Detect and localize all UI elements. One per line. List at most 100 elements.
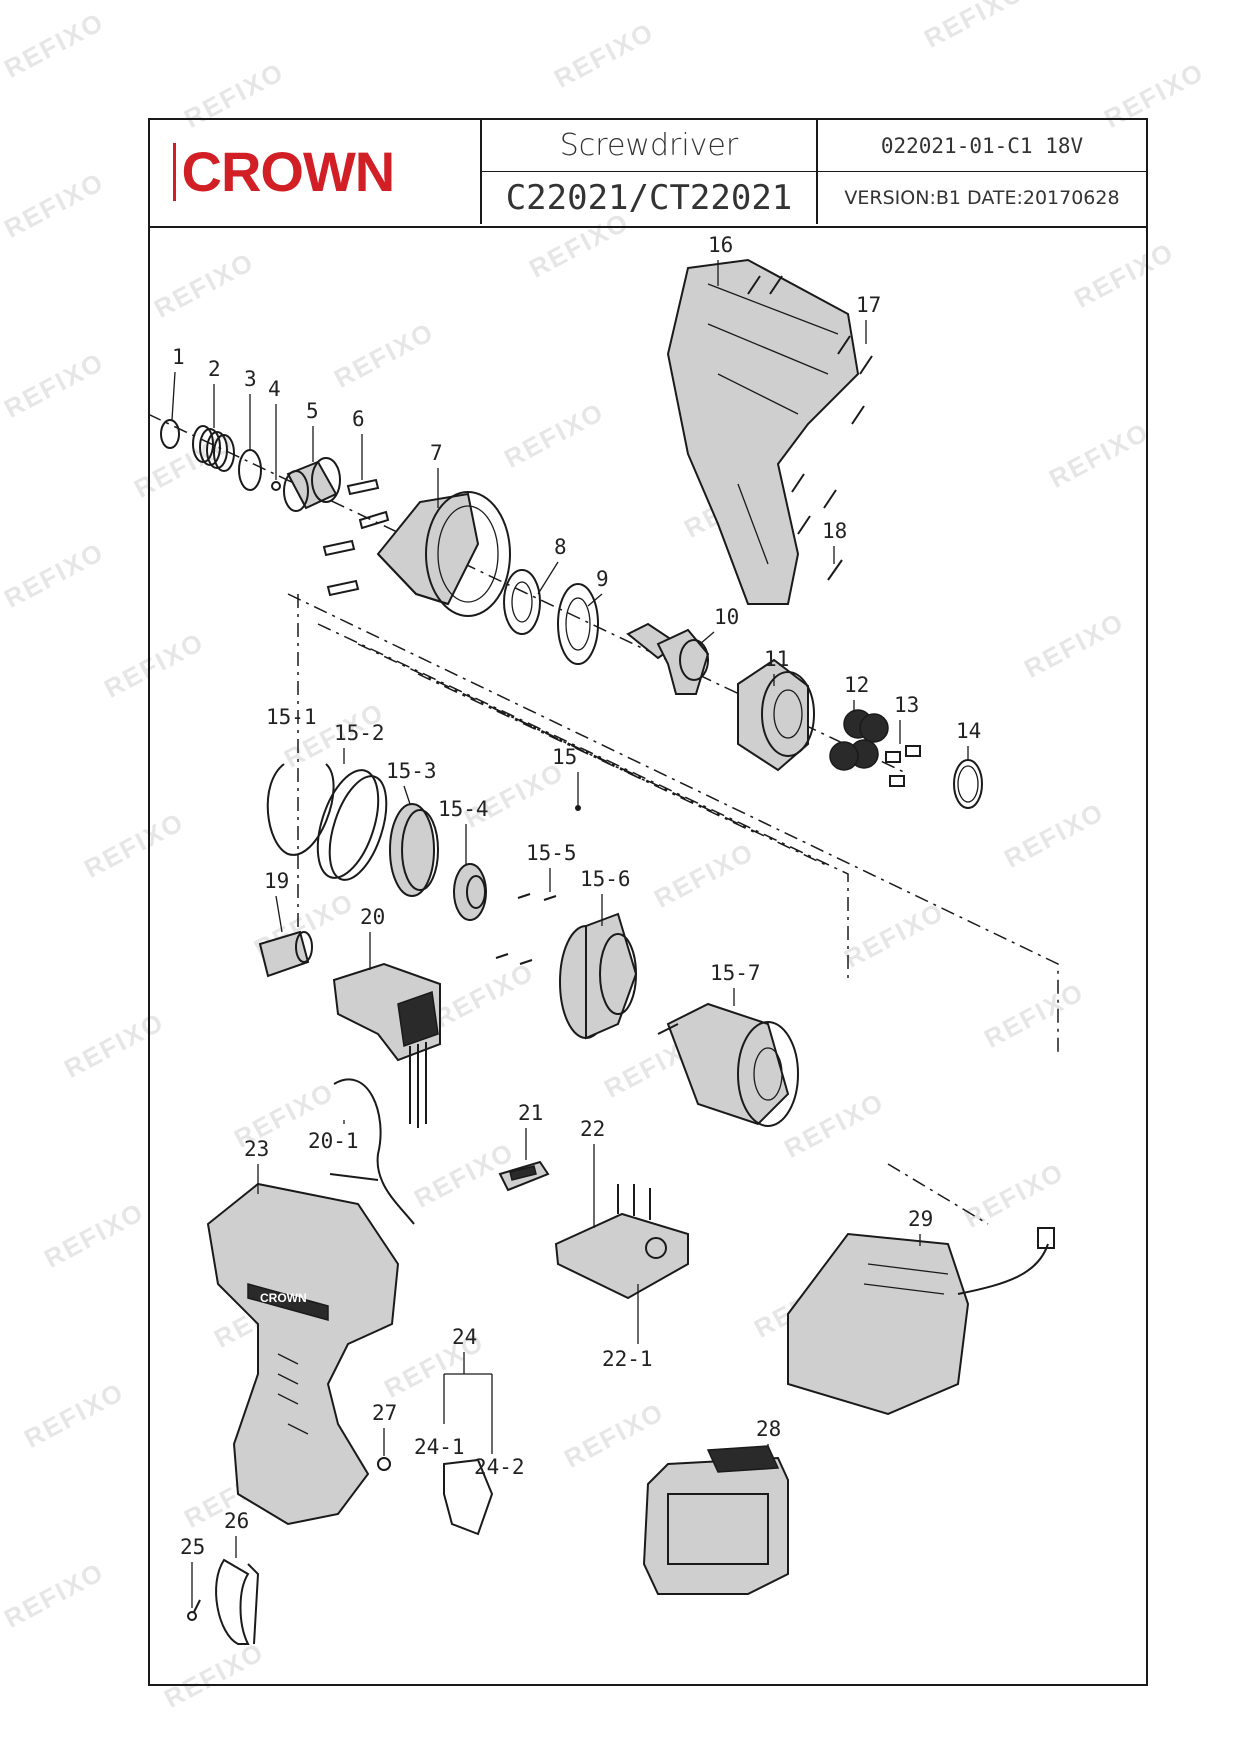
callout-15-6: 15-6	[580, 867, 631, 891]
logo-text: CROWN	[181, 140, 396, 203]
callout-20-1: 20-1	[308, 1129, 359, 1153]
part-15-1-ring-clip: 15-1	[266, 705, 335, 856]
callout-9: 9	[596, 567, 609, 591]
callout-10: 10	[714, 605, 739, 629]
group-bracket	[887, 1163, 989, 1225]
callout-6: 6	[352, 407, 365, 431]
part-14-ring: 14	[953, 719, 983, 809]
callout-20: 20	[360, 905, 385, 929]
housing-logo: CROWN	[260, 1291, 307, 1305]
watermark: REFIXO	[549, 16, 660, 94]
watermark: REFIXO	[0, 1556, 110, 1634]
callout-13: 13	[894, 693, 919, 717]
part-1-retaining-ring: 1	[160, 345, 185, 449]
watermark: REFIXO	[0, 166, 110, 244]
part-5-sleeve: 5	[283, 399, 341, 512]
part-2-spring: 2	[192, 357, 235, 472]
part-26-hook: 26	[215, 1509, 260, 1645]
watermark: REFIXO	[919, 0, 1030, 54]
part-8-washer: 8	[503, 535, 567, 635]
part-28-battery-pack: 28	[642, 1417, 789, 1595]
callout-26: 26	[224, 1509, 249, 1533]
callout-3: 3	[244, 367, 257, 391]
callout-7: 7	[430, 441, 443, 465]
watermark: REFIXO	[39, 1196, 150, 1274]
callout-15-5: 15-5	[526, 841, 577, 865]
part-15-3-ring-gear: 15-3	[386, 759, 439, 897]
part-24-1-clip: 24-1	[414, 1435, 494, 1536]
part-15-gear-assembly-group: 15	[552, 745, 581, 811]
part-4-steel-ball: 4	[268, 377, 281, 491]
part-22-1-wire: 22-1	[602, 1284, 653, 1371]
callout-21: 21	[518, 1101, 543, 1125]
callout-24-1: 24-1	[414, 1435, 465, 1459]
callout-29: 29	[908, 1207, 933, 1231]
part-15-5-screws: 15-5	[495, 841, 577, 965]
group-bracket	[317, 623, 849, 984]
callout-11: 11	[764, 647, 789, 671]
title-block: CROWN Screwdriver C22021/CT22021 022021-…	[150, 120, 1146, 228]
callout-4: 4	[268, 377, 281, 401]
callout-14: 14	[956, 719, 981, 743]
part-15-7-motor: 15-7	[657, 961, 799, 1127]
callout-15: 15	[552, 745, 577, 769]
exploded-parts-diagram: 1 2 3 4 5 6	[148, 233, 1059, 1645]
callout-19: 19	[264, 869, 289, 893]
watermark: REFIXO	[0, 346, 110, 424]
part-10-spindle: 10	[626, 605, 739, 695]
part-27-nut: 27	[372, 1401, 397, 1471]
part-11-gear-carrier: 11	[737, 647, 815, 772]
part-20-1-wire-harness: 20-1	[308, 1078, 415, 1225]
callout-2: 2	[208, 357, 221, 381]
group-bracket	[287, 593, 1059, 1054]
callout-1: 1	[172, 345, 185, 369]
part-19-led-holder: 19	[258, 869, 313, 978]
part-15-2-o-rings: 15-2	[316, 721, 388, 881]
callout-23: 23	[244, 1137, 269, 1161]
part-24-2-clip: 24-2	[474, 1455, 525, 1479]
part-17-screw: 17	[856, 293, 881, 344]
part-12-planet-gears: 12	[829, 673, 889, 771]
callout-8: 8	[554, 535, 567, 559]
part-21-switch-button: 21	[498, 1101, 550, 1192]
callout-18: 18	[822, 519, 847, 543]
callout-5: 5	[306, 399, 319, 423]
part-15-6-motor-mount: 15-6	[559, 867, 638, 1040]
watermark: REFIXO	[0, 536, 110, 614]
part-9-thin-washer: 9	[557, 567, 609, 665]
part-20-trigger-switch: 20	[332, 905, 441, 1128]
callout-15-1: 15-1	[266, 705, 317, 729]
part-13-pins: 13	[885, 693, 921, 787]
callout-28: 28	[756, 1417, 781, 1441]
part-18-screw: 18	[822, 519, 847, 564]
part-29-charger: 29	[787, 1207, 1055, 1416]
callout-22: 22	[580, 1117, 605, 1141]
part-15-4-bearing: 15-4	[438, 797, 489, 921]
callout-22-1: 22-1	[602, 1347, 653, 1371]
part-16-housing-half: 16	[666, 233, 860, 605]
crown-logo: CROWN	[172, 140, 458, 203]
callout-25: 25	[180, 1535, 205, 1559]
part-22-control-board: 22	[554, 1117, 689, 1300]
part-7-gearbox-housing: 7	[376, 441, 511, 617]
housing-screws	[747, 275, 873, 581]
callout-24-2: 24-2	[474, 1455, 525, 1479]
watermark: REFIXO	[19, 1376, 130, 1454]
logo-cell: CROWN	[150, 120, 482, 224]
product-name: Screwdriver	[482, 120, 818, 172]
watermark: REFIXO	[0, 6, 110, 84]
model-number: C22021/CT22021	[482, 172, 818, 224]
callout-17: 17	[856, 293, 881, 317]
callout-15-7: 15-7	[710, 961, 761, 985]
drawing-code: 022021-01-C1 18V	[818, 120, 1146, 172]
callout-15-3: 15-3	[386, 759, 437, 783]
version-date: VERSION:B1 DATE:20170628	[844, 187, 1120, 209]
group-bracket	[417, 673, 759, 835]
callout-24: 24	[452, 1325, 477, 1349]
callout-12: 12	[844, 673, 869, 697]
callout-16: 16	[708, 233, 733, 257]
callout-27: 27	[372, 1401, 397, 1425]
part-24-belt-clip-set: 24	[443, 1325, 493, 1454]
part-6-pins: 6	[322, 407, 390, 597]
callout-15-2: 15-2	[334, 721, 385, 745]
